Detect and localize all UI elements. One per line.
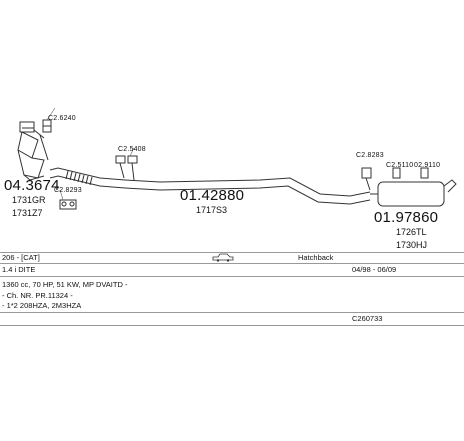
- rear-part-number: 01.97860: [374, 209, 439, 226]
- table-rule-top: [0, 252, 464, 253]
- rear-clamp-2-label: C2.5110: [386, 162, 414, 169]
- spec-line-3: - 1*2 208HZA, 2M3HZA: [2, 301, 82, 310]
- table-rule-bottom: [0, 325, 464, 326]
- rear-clamp-3-label: 02.9110: [414, 162, 441, 169]
- body-type-text: Hatchback: [298, 253, 334, 262]
- model-text: 206 - [CAT]: [2, 253, 40, 262]
- catalog-code-text: C260733: [352, 314, 383, 323]
- cat-clamp-label: C2.6240: [48, 115, 76, 122]
- mid-code: 1717S3: [196, 205, 228, 215]
- mid-part-number: 01.42880: [180, 187, 245, 204]
- rear-code-1: 1726TL: [396, 227, 427, 237]
- exhaust-diagram: [17, 107, 457, 210]
- table-rule-1: [0, 263, 464, 264]
- rear-silencer: [370, 179, 457, 207]
- front-pipe: [49, 167, 371, 205]
- cat-code-1: 1731GR: [12, 195, 46, 205]
- cat-code-2: 1731Z7: [12, 208, 43, 218]
- table-rule-3: [0, 312, 464, 313]
- leader-lines: [46, 107, 135, 201]
- engine-text: 1.4 i DITE: [2, 265, 36, 274]
- spec-line-1: 1360 cc, 70 HP, 51 KW, MP DVAITD -: [2, 280, 128, 289]
- mid-hangers: [115, 155, 138, 181]
- catalytic-converter: [17, 121, 49, 181]
- mid-clamp-label: C2.5408: [118, 146, 146, 153]
- spec-line-2: - Ch. NR. PR.11324 -: [2, 291, 73, 300]
- cat-part-number: 04.3674: [4, 177, 60, 194]
- rear-clamp-1-label: C2.8283: [356, 152, 384, 159]
- car-icon: [212, 253, 234, 262]
- table-rule-2: [0, 276, 464, 277]
- front-clamp-label: C2.8293: [54, 187, 82, 194]
- rear-code-2: 1730HJ: [396, 240, 428, 250]
- rear-clamps: [361, 167, 429, 191]
- front-clamp: [59, 199, 77, 210]
- date-range-text: 04/98 - 06/09: [352, 265, 397, 274]
